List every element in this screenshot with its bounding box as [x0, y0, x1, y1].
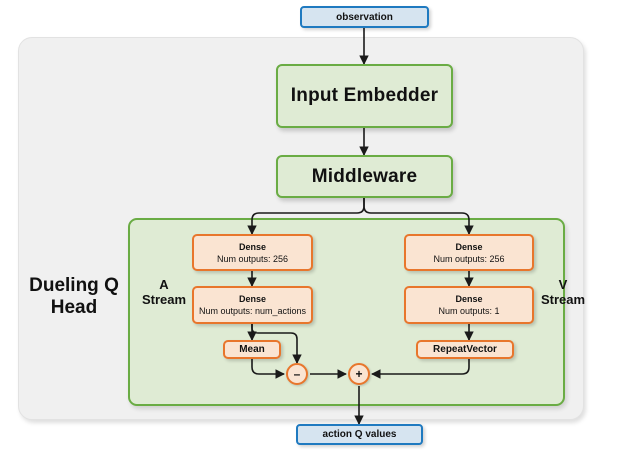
- node-action-q-values-label: action Q values: [322, 429, 397, 440]
- node-subtract-operator[interactable]: –: [286, 363, 308, 385]
- label-a-stream: A Stream: [140, 277, 188, 308]
- node-repeat-vector[interactable]: RepeatVector: [416, 340, 514, 359]
- node-v-dense-1-title: Dense: [455, 294, 483, 304]
- node-mean-label: Mean: [239, 343, 265, 355]
- label-a-stream-line2: Stream: [141, 292, 187, 308]
- node-subtract-operator-label: –: [293, 367, 301, 381]
- node-mean[interactable]: Mean: [223, 340, 281, 359]
- label-v-stream: V Stream: [539, 277, 587, 308]
- label-dueling-q-head: Dueling Q Head: [24, 275, 124, 320]
- node-a-dense-num-actions[interactable]: Dense Num outputs: num_actions: [192, 286, 313, 324]
- node-a-dense-256-subtitle: Num outputs: 256: [216, 253, 289, 264]
- node-a-dense-256-title: Dense: [238, 241, 266, 252]
- label-a-stream-line1: A: [159, 277, 169, 292]
- label-v-stream-line1: V: [558, 277, 568, 292]
- node-middleware-label: Middleware: [311, 165, 418, 187]
- node-observation-label: observation: [336, 11, 393, 23]
- node-v-dense-1[interactable]: Dense Num outputs: 1: [404, 286, 534, 324]
- node-v-dense-1-subtitle: Num outputs: 1: [438, 306, 500, 316]
- node-observation[interactable]: observation: [300, 6, 429, 28]
- node-repeat-vector-label: RepeatVector: [433, 343, 497, 355]
- node-middleware[interactable]: Middleware: [276, 155, 453, 198]
- node-input-embedder[interactable]: Input Embedder: [276, 64, 453, 128]
- node-a-dense-num-actions-subtitle: Num outputs: num_actions: [198, 306, 307, 316]
- label-v-stream-line2: Stream: [540, 292, 586, 308]
- label-dueling-q-head-text: Dueling Q Head: [29, 275, 119, 319]
- node-a-dense-256[interactable]: Dense Num outputs: 256: [192, 234, 313, 271]
- node-v-dense-256[interactable]: Dense Num outputs: 256: [404, 234, 534, 271]
- node-add-operator[interactable]: +: [348, 363, 370, 385]
- node-input-embedder-label: Input Embedder: [290, 85, 439, 106]
- node-add-operator-label: +: [355, 367, 363, 381]
- node-action-q-values[interactable]: action Q values: [296, 424, 423, 445]
- node-v-dense-256-subtitle: Num outputs: 256: [433, 253, 505, 264]
- node-a-dense-num-actions-title: Dense: [238, 294, 266, 304]
- node-v-dense-256-title: Dense: [455, 241, 483, 252]
